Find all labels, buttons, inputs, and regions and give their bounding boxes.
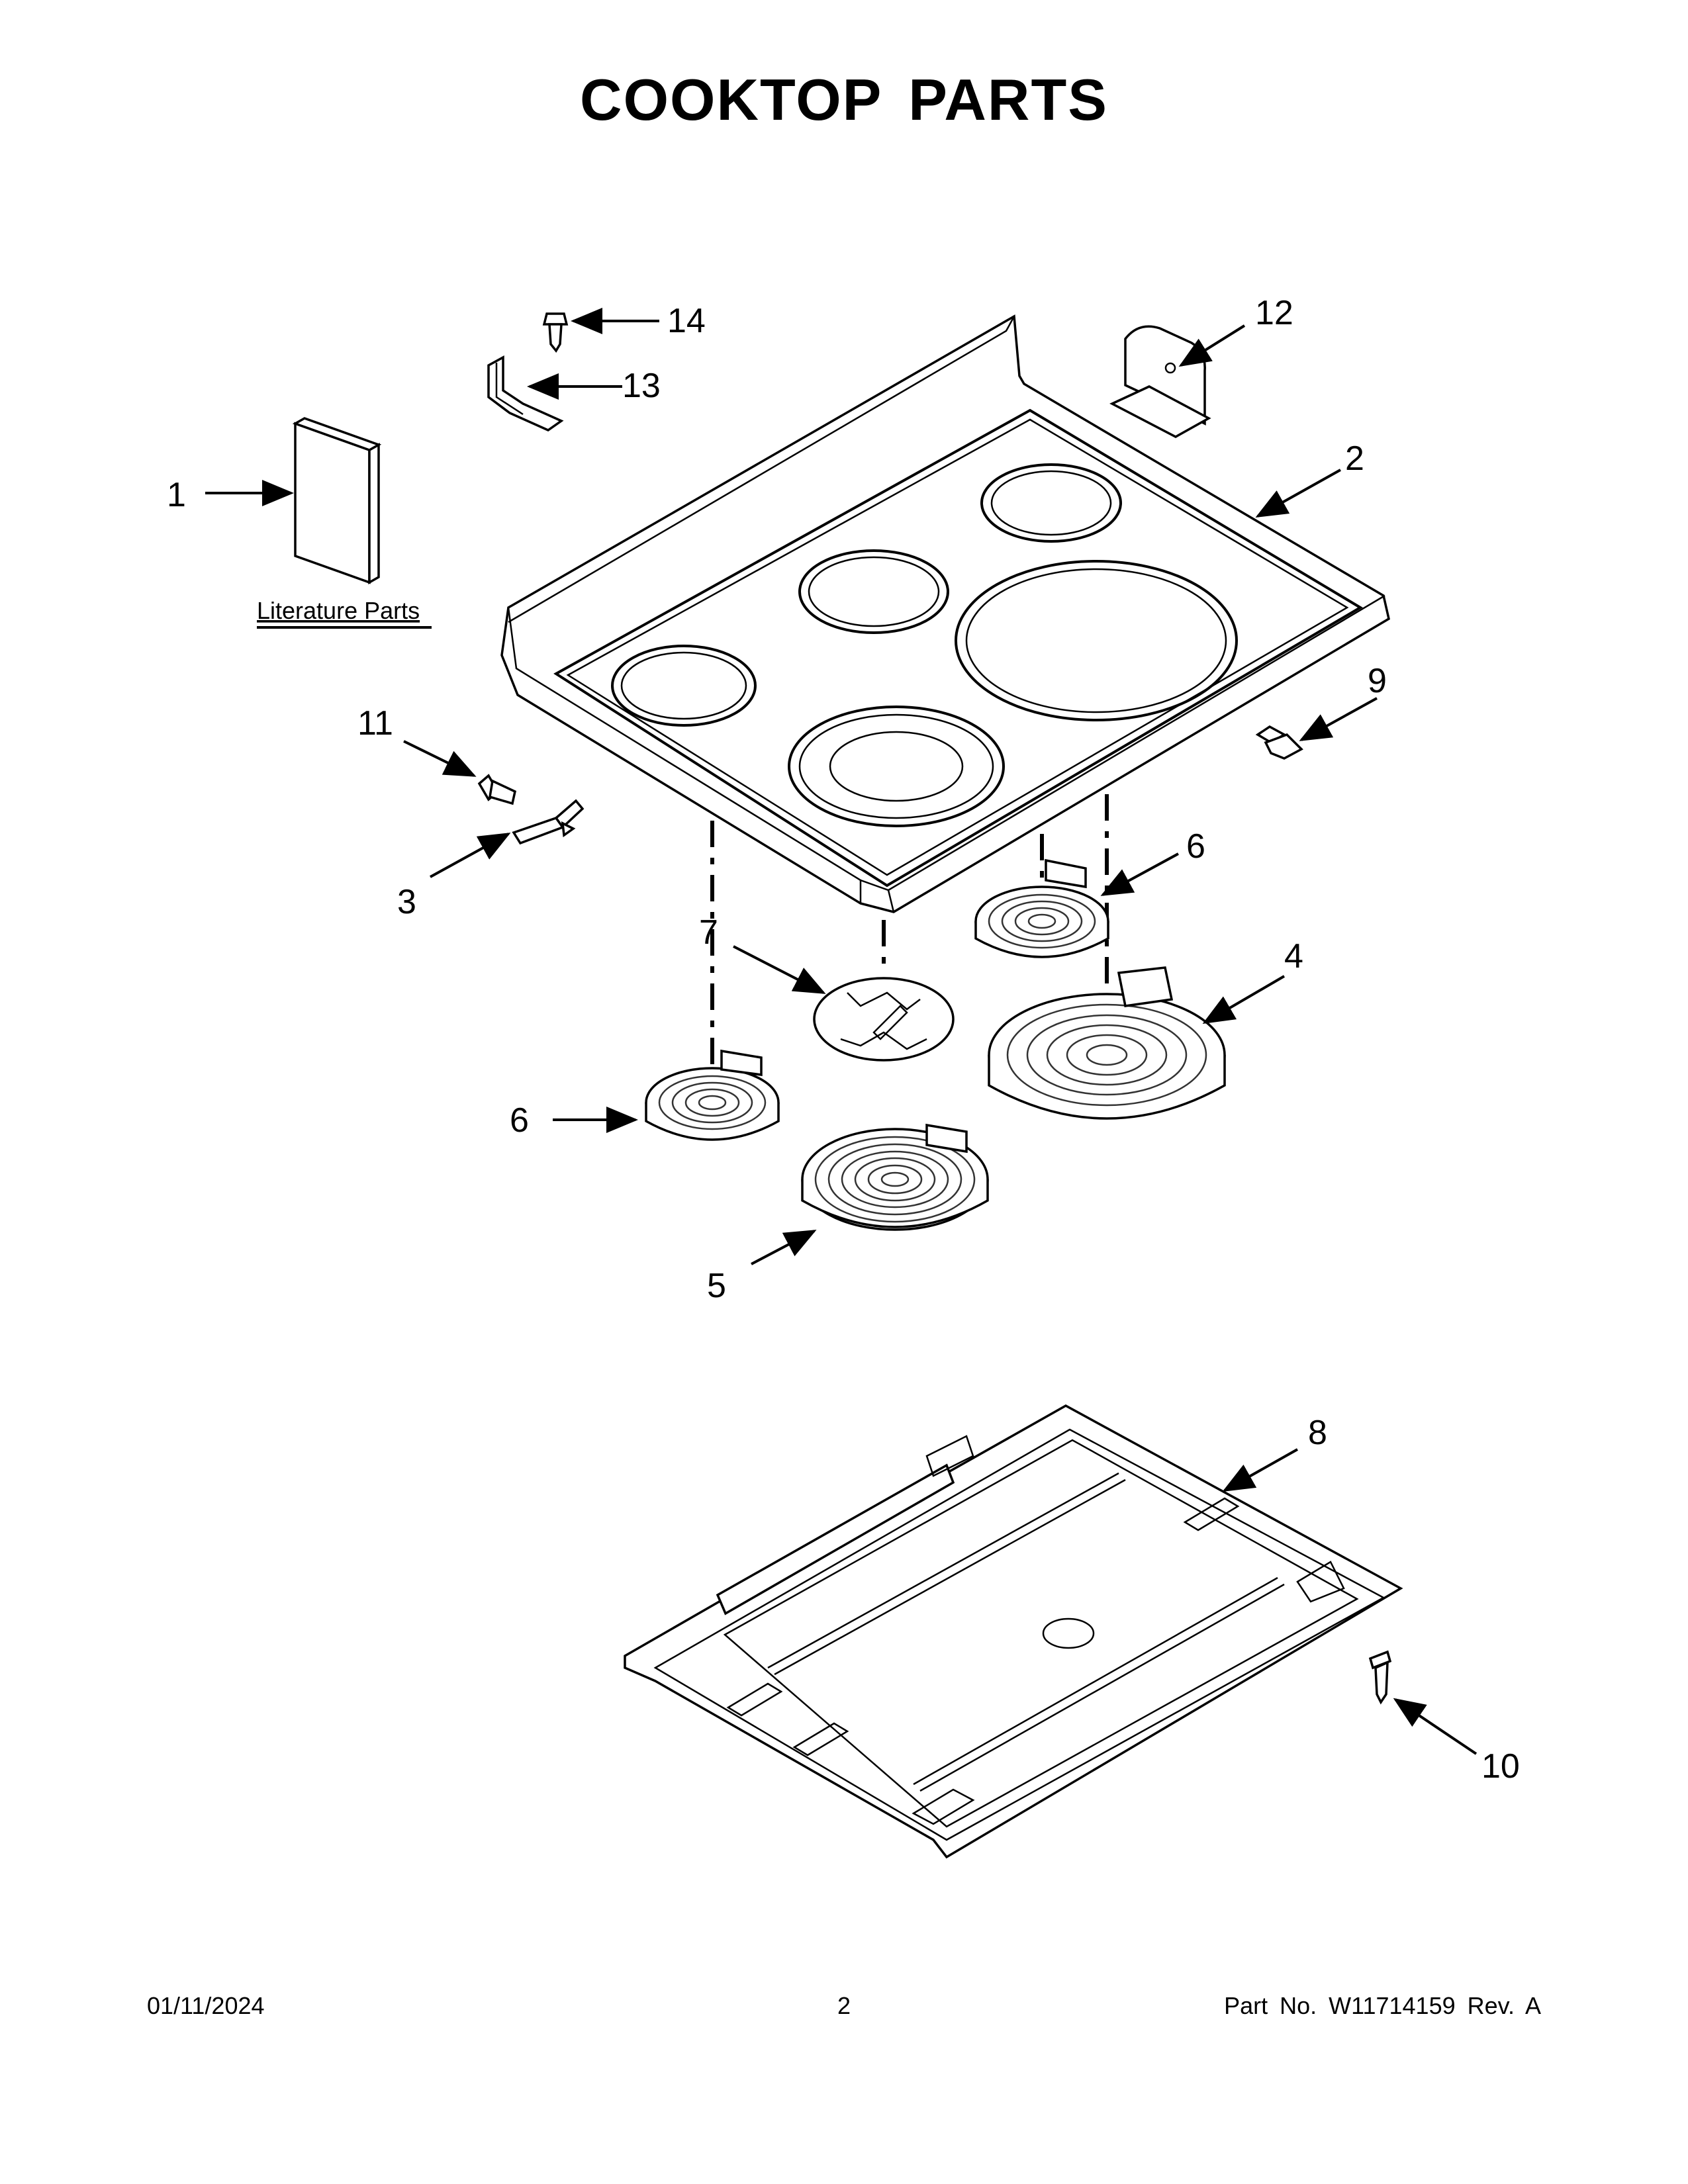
callout-10: 10 — [1481, 1747, 1520, 1786]
footer-part-number: Part No. W11714159 Rev. A — [1224, 1992, 1541, 2019]
callout-3: 3 — [397, 883, 416, 921]
callout-14: 14 — [667, 302, 706, 340]
footer-date: 01/11/2024 — [147, 1992, 265, 2019]
callout-7: 7 — [699, 913, 718, 952]
page-title: COOKTOP PARTS — [580, 67, 1108, 132]
literature-booklet-part: Literature Parts — [257, 417, 432, 629]
callout-5: 5 — [707, 1267, 726, 1305]
callout-4: 4 — [1284, 937, 1303, 976]
callout-6a: 6 — [1186, 827, 1205, 866]
burner-box-part-8 — [624, 1404, 1403, 1859]
insulation-disk-part-7 — [813, 977, 955, 1062]
screw-part-10 — [1368, 1650, 1392, 1705]
radiant-element-part-6-lower — [645, 1049, 780, 1141]
sensor-bracket-part-3 — [512, 799, 585, 845]
cooktop-glass-part — [500, 314, 1390, 913]
clip-part-9 — [1255, 725, 1303, 760]
callout-1: 1 — [167, 476, 186, 514]
footer-page-number: 2 — [837, 1992, 851, 2019]
radiant-element-part-5 — [801, 1123, 989, 1231]
literature-parts-label: Literature Parts — [257, 597, 420, 624]
bracket-part-12 — [1109, 325, 1211, 438]
radiant-element-part-4 — [988, 966, 1226, 1120]
callout-6b: 6 — [510, 1101, 529, 1140]
callout-11: 11 — [357, 704, 393, 743]
callout-2: 2 — [1345, 439, 1364, 478]
callout-12: 12 — [1255, 294, 1293, 332]
callout-9: 9 — [1368, 662, 1387, 700]
callout-8: 8 — [1308, 1414, 1327, 1452]
bracket-part-13 — [487, 355, 564, 432]
screw-part-11 — [477, 774, 517, 805]
callout-13: 13 — [622, 367, 661, 405]
radiant-element-part-6-upper — [974, 858, 1109, 958]
screw-part-14 — [542, 312, 569, 353]
